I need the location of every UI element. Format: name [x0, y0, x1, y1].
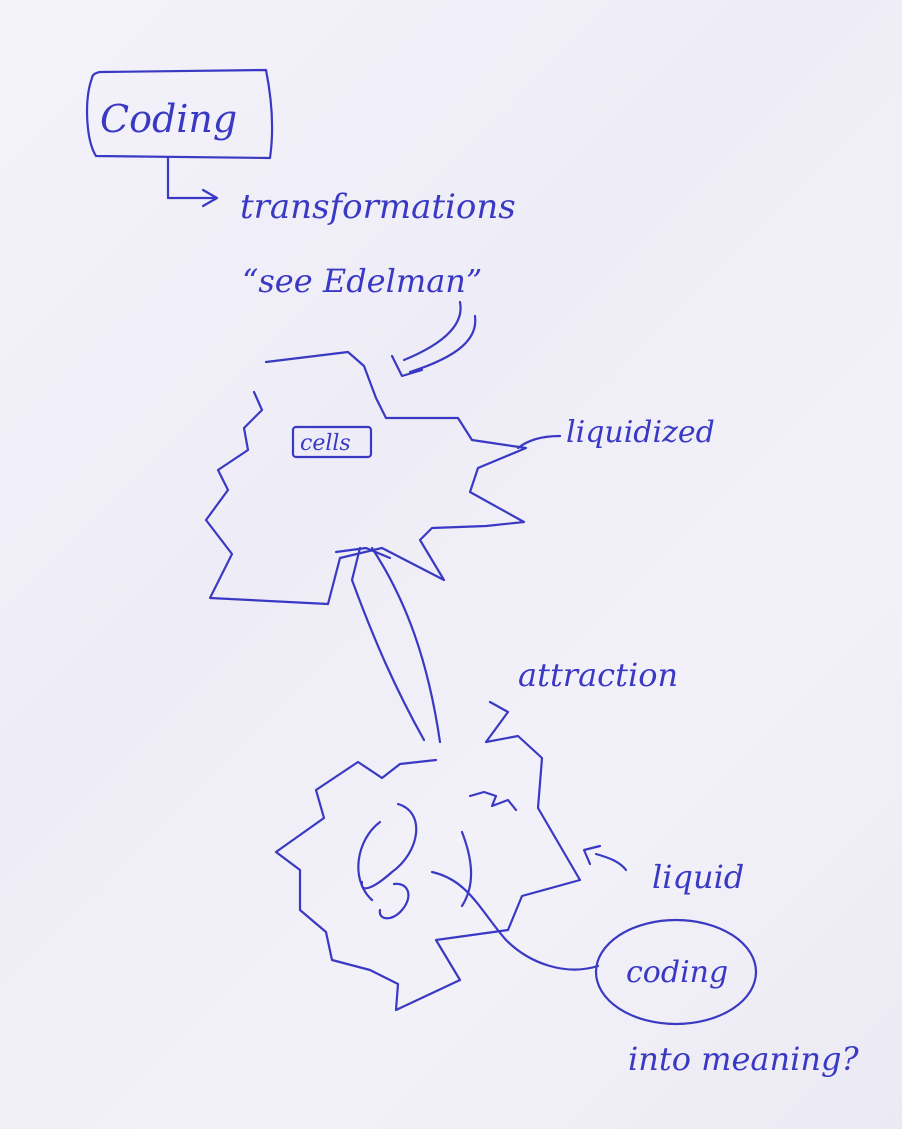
coding-box: Coding	[85, 68, 274, 160]
liquid-label: liquid	[652, 858, 744, 896]
liquidized-label: liquidized	[566, 415, 715, 450]
into-meaning-label: into meaning?	[628, 1040, 859, 1078]
coding-circle: coding	[594, 918, 758, 1026]
coding-circle-label: coding	[626, 955, 728, 990]
edelman-arrow	[390, 300, 477, 378]
attraction-label: attraction	[518, 656, 678, 694]
coding-connector	[430, 870, 600, 971]
cells-label-box	[291, 425, 373, 459]
see-edelman-note: “see Edelman”	[242, 262, 482, 300]
liquid-arrow	[582, 844, 628, 872]
transformations-label: transformations	[240, 187, 516, 227]
attraction-arrow	[334, 546, 442, 744]
liquid-swirls	[357, 790, 518, 920]
coding-box-outline	[85, 68, 274, 160]
coding-box-label: Coding	[100, 97, 237, 141]
coding-circle-outline	[594, 918, 758, 1026]
cells-label: cells	[300, 431, 351, 456]
liquidized-leader	[516, 434, 562, 450]
liquid-blob	[274, 700, 582, 1012]
transformations-arrow	[166, 156, 219, 208]
cells-blob	[204, 350, 528, 606]
